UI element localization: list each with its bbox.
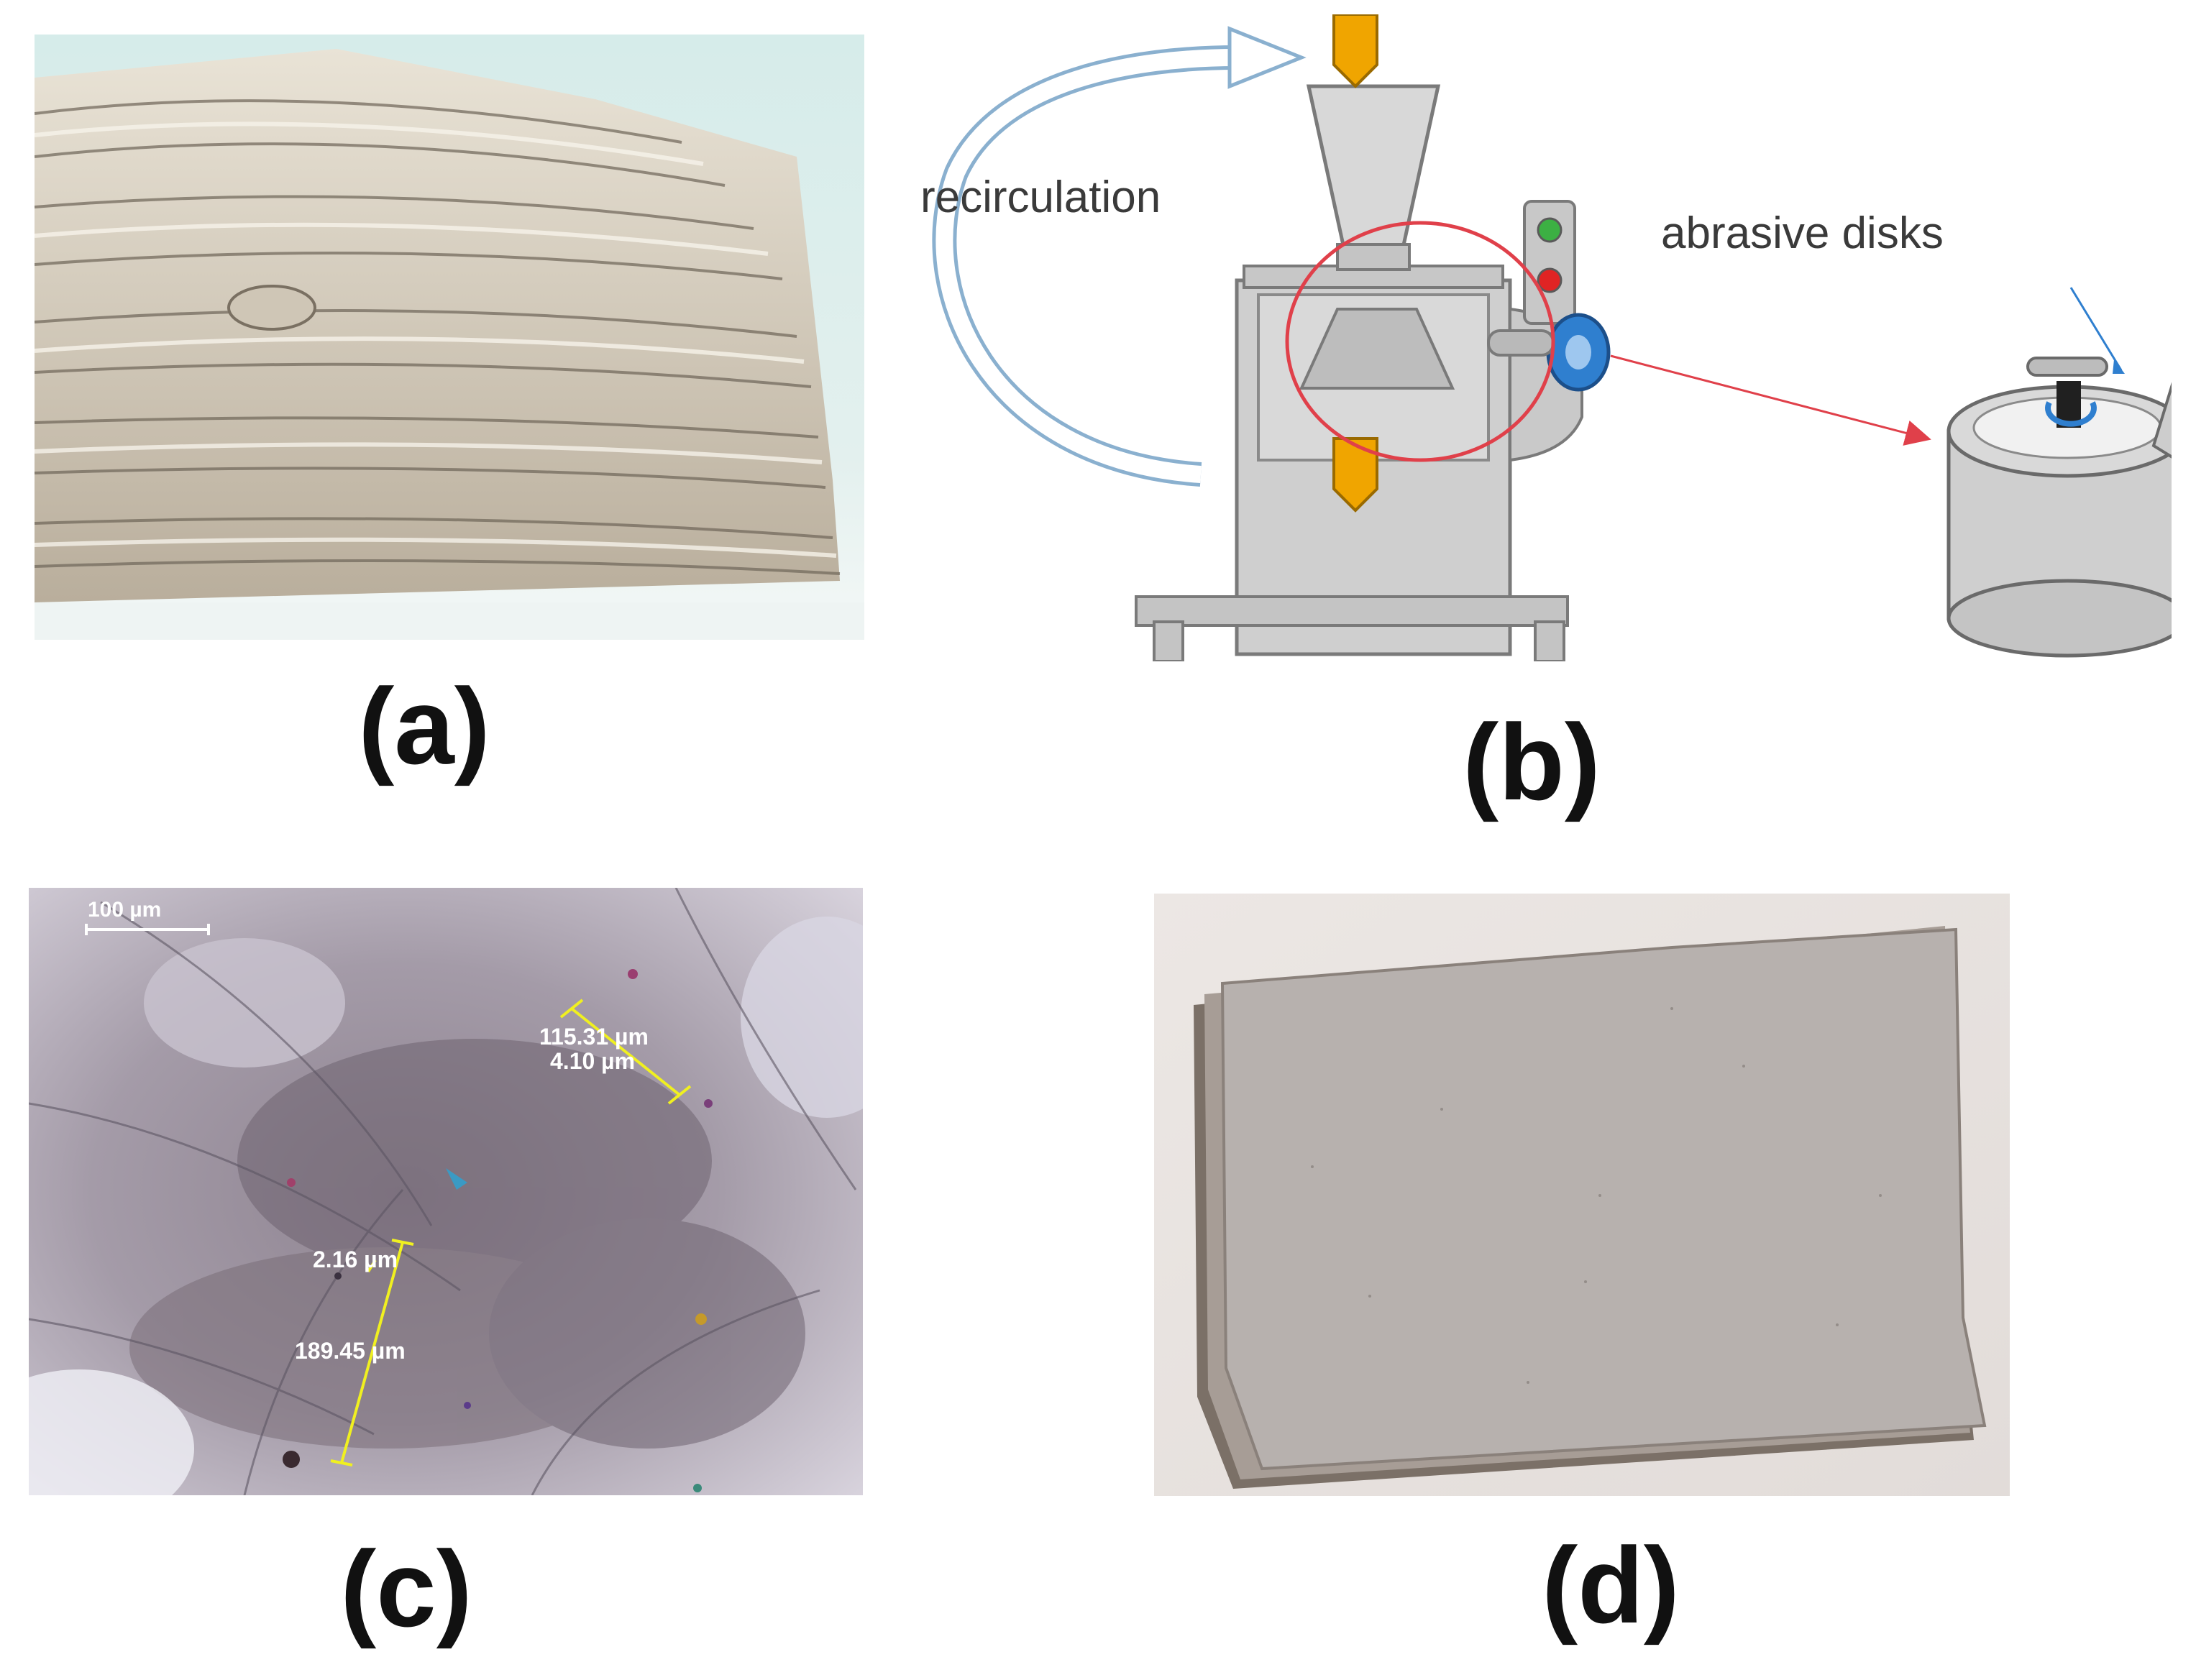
detail-pointer-line [1610, 354, 1931, 446]
panel-d-paper-sheets-photo [1154, 894, 2010, 1496]
panel-c-micrograph: 100 µm 115.31 µm 4.10 µm 2.16 µm 189.45 … [29, 888, 863, 1495]
panel-b-caption: (b) [1463, 702, 1601, 822]
recirculation-arrow [932, 26, 1307, 487]
measurement-label-1: 115.31 µm [539, 1024, 649, 1050]
measurement-label-2: 4.10 µm [550, 1048, 635, 1074]
panel-a-caption: (a) [358, 666, 490, 786]
abrasive-disks-label: abrasive disks [1661, 208, 1944, 258]
scale-bar-label: 100 µm [88, 898, 161, 922]
panel-c-caption: (c) [340, 1528, 472, 1649]
measurement-label-3: 2.16 µm [313, 1247, 398, 1272]
recirculation-label: recirculation [920, 173, 1161, 222]
panel-b-grinder-diagram: recirculation abrasive disks [899, 14, 2172, 661]
grinding-chamber-detail [1946, 357, 2172, 658]
measurement-label-4: 189.45 µm [295, 1338, 406, 1364]
panel-a-newspaper-photo [35, 35, 864, 640]
panel-d-caption: (d) [1542, 1525, 1680, 1645]
grinder-machine [1135, 14, 1611, 661]
